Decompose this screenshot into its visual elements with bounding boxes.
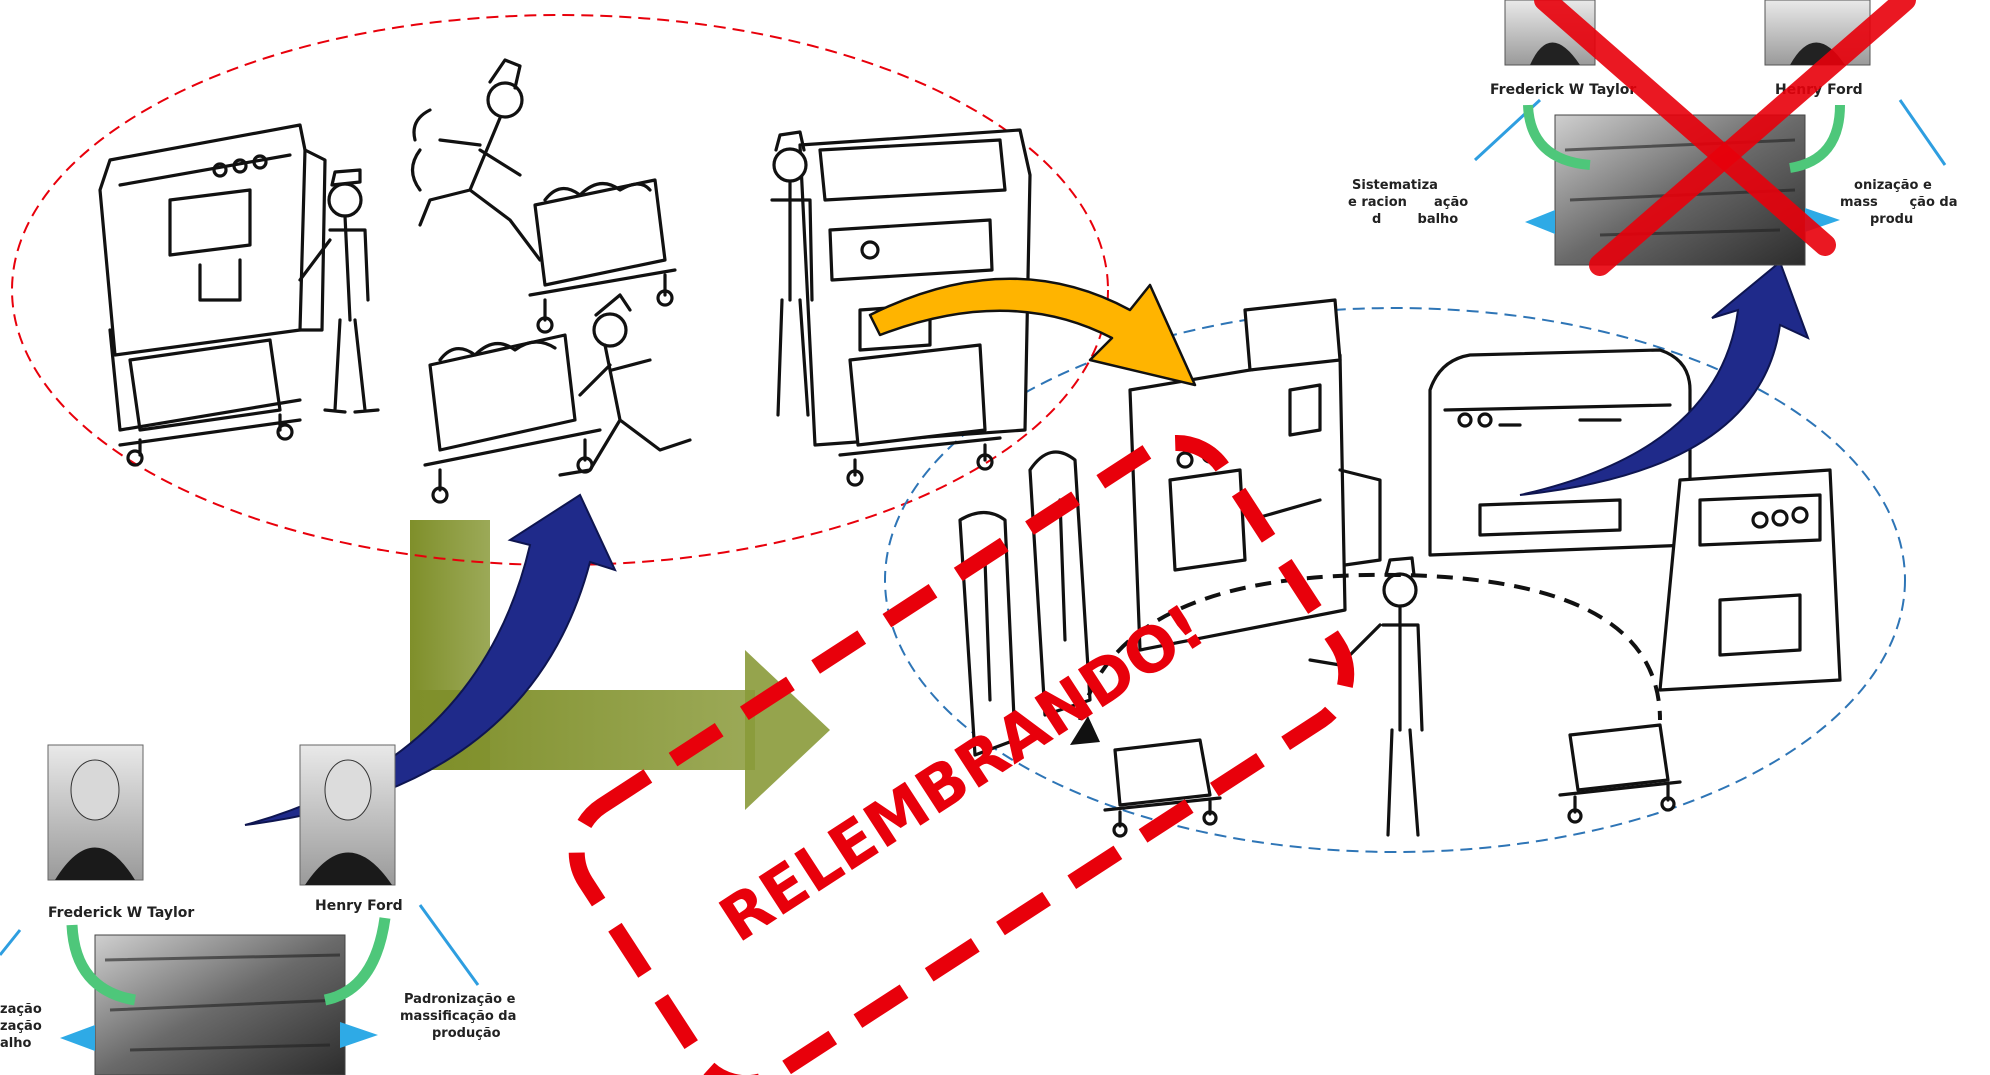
fordism-card-bottom: Frederick W Taylor Henry Ford zação zaçã… [0,744,516,1075]
right-caption-line-1: onização e [1845,178,1932,193]
right-caption-line-3: produ [1870,212,1913,227]
cart-sketch [838,343,1002,487]
fordism-card-top: Frederick W Taylor Henry Ford Sistematiz… [1348,0,1958,276]
left-caption-line-1: zação [0,1002,42,1017]
cart-sketch [423,333,602,504]
right-caption-line-3: produção [432,1026,501,1041]
left-caption-line-3: alho [0,1036,31,1051]
cart-sketch [1558,723,1682,824]
gold-transition-arrow [868,277,1197,387]
svg-text:e racion ação: e racion ação [1348,195,1468,210]
worker-path [1078,572,1662,721]
right-caption-line-2: massificação da [400,1009,516,1024]
factory-worker-sketch [770,130,814,417]
factory-worker-sketch [298,168,380,414]
person-left-label: Frederick W Taylor [1490,82,1636,98]
automated-cell-ellipse [884,307,1906,853]
manual-work-sketch [98,58,1032,504]
right-caption-line-1: Padronização e [404,992,516,1007]
factory-worker-sketch [410,58,542,262]
left-caption-line-3: d balho [1372,212,1458,227]
person-right-label: Henry Ford [315,898,403,914]
svg-text:alho: alho [0,1036,31,1051]
right-caption-line-2: mass ção da [1840,195,1958,210]
cart-sketch [108,328,302,467]
svg-text:produ: produ [1870,212,1913,227]
svg-text:onização e: onização e [1845,178,1932,193]
machine-sketch [1658,468,1842,692]
person-left-label: Frederick W Taylor [48,905,194,921]
svg-text:massificação da: massificação da [400,1009,516,1024]
factory-worker-sketch [558,293,692,477]
svg-text:d balho: d balho [1372,212,1458,227]
left-caption-line-2: e racion ação [1348,195,1468,210]
machine-sketch [98,123,327,357]
cross-out-mark [1534,0,1916,276]
svg-text:zação: zação [0,1002,42,1017]
svg-text:Sistematiza: Sistematiza [1352,178,1438,193]
svg-text:produção: produção [432,1026,501,1041]
svg-text:mass ção da: mass ção da [1840,195,1958,210]
olive-flow-arrow [410,520,830,810]
navy-arrow-to-fordism [1519,260,1810,496]
manual-work-ellipse [11,14,1109,566]
automated-cell-sketch [958,298,1842,838]
left-caption-line-1: Sistematiza [1352,178,1438,193]
svg-text:zação: zação [0,1019,42,1034]
cart-sketch [1103,738,1222,838]
svg-text:Padronização e: Padronização e [404,992,516,1007]
left-caption-line-2: zação [0,1019,42,1034]
cart-sketch [528,178,677,334]
machine-sketch [1428,348,1692,557]
